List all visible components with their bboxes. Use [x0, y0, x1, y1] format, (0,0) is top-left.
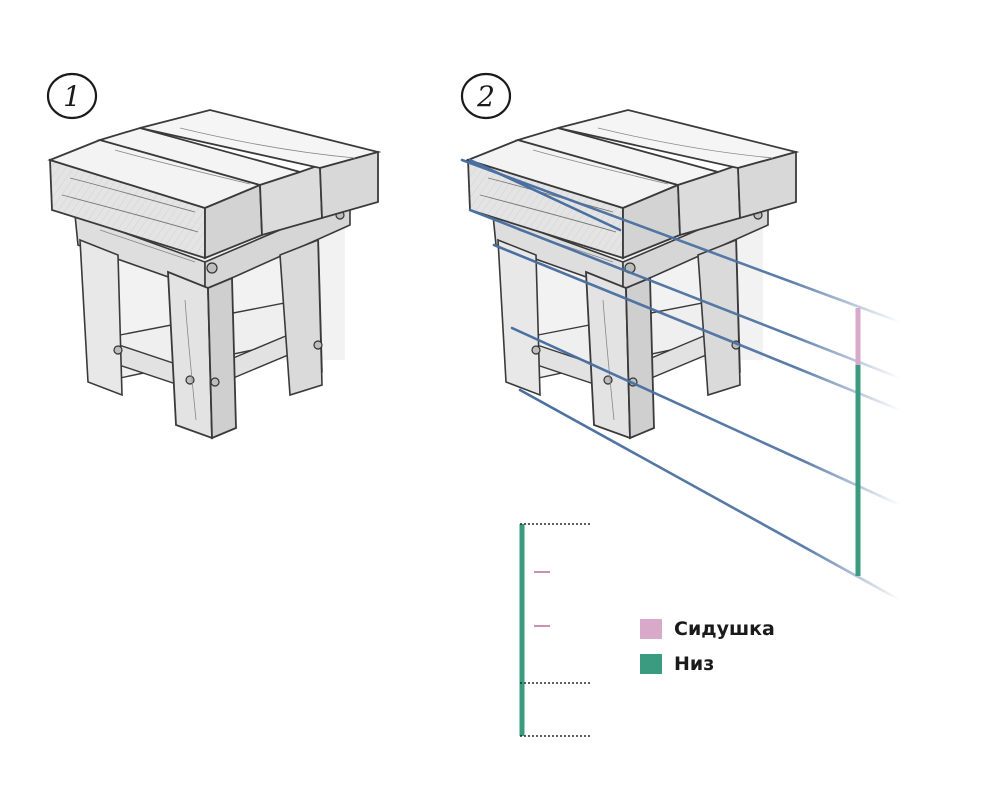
perspective-line [492, 243, 902, 412]
figure-number-1: 1 [63, 80, 81, 113]
perspective-line [510, 326, 902, 507]
figure-number-1-badge: 1 [46, 72, 98, 120]
legend-item-base: Низ [640, 652, 775, 676]
legend-label-seat: Сидушка [674, 618, 775, 640]
perspective-line [468, 208, 902, 380]
figure-number-2-badge: 2 [460, 72, 512, 120]
legend-swatch-seat [640, 619, 662, 639]
legend-item-seat: Сидушка [640, 617, 775, 641]
seat-scale-ticks [534, 571, 550, 627]
proportion-scale [519, 516, 590, 737]
perspective-line [518, 388, 902, 602]
scale-ticks [520, 523, 590, 737]
legend-label-base: Низ [674, 653, 715, 675]
legend-swatch-base [640, 654, 662, 674]
stool-drawing-1 [49, 109, 379, 439]
perspective-line [460, 158, 902, 324]
perspective-lines [460, 158, 902, 602]
perspective-line [468, 158, 622, 232]
figure-number-2: 2 [476, 80, 495, 113]
legend: Сидушка Низ [640, 617, 775, 687]
